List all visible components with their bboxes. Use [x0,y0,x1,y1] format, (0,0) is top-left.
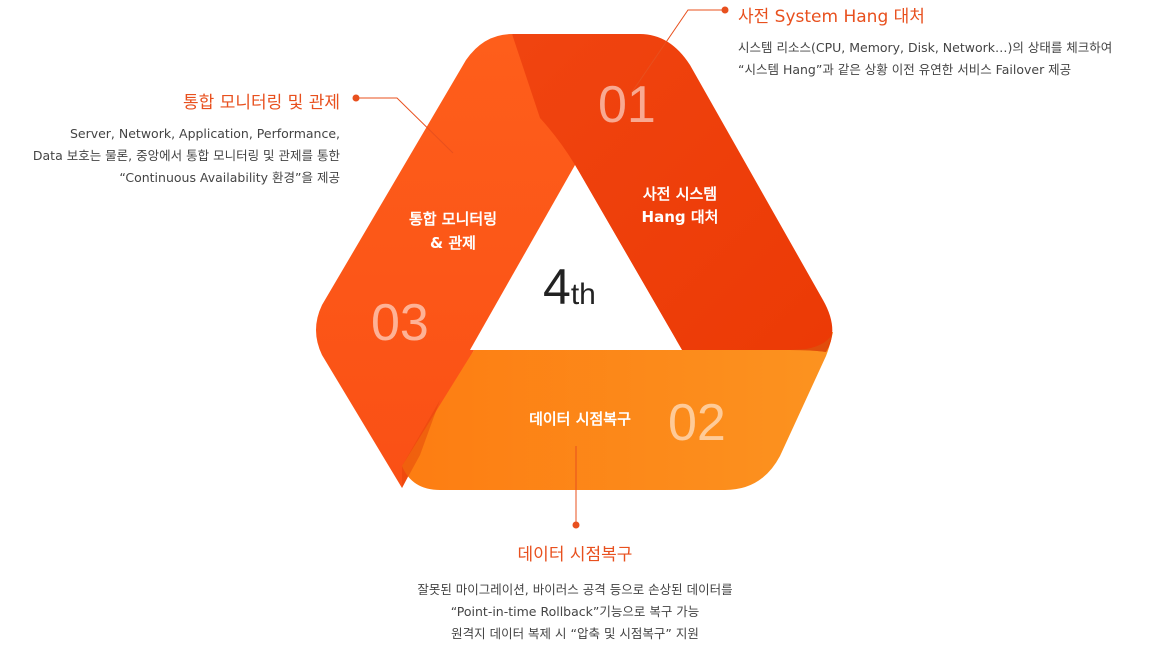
connector-01 [631,9,724,93]
callout-02-line: “Point-in-time Rollback”기능으로 복구 가능 [450,604,700,619]
connector-03-dot [352,94,360,102]
center-label-suffix: th [571,278,596,311]
callout-02-title: 데이터 시점복구 [517,545,633,565]
segment-03-band [316,34,580,488]
callout-03-line: Data 보호는 물론, 중앙에서 통합 모니터링 및 관제를 통한 [32,148,340,163]
fold-shadow-01 [790,332,833,352]
callout-02-line: 잘못된 마이그레이션, 바이러스 공격 등으로 손상된 데이터를 [417,582,733,597]
callout-01-title: 사전 System Hang 대처 [738,7,925,27]
segment-01-label-line-2: Hang 대처 [642,208,719,226]
callout-03-line: “Continuous Availability 환경”을 제공 [119,170,340,185]
segment-03-label-line-2: & 관제 [430,234,476,252]
segment-03-number: 03 [371,294,429,352]
segment-02-number: 02 [668,394,726,452]
callout-03-title: 통합 모니터링 및 관제 [183,93,340,113]
callout-01-line: 시스템 리소스(CPU, Memory, Disk, Network…)의 상태… [738,40,1113,55]
segment-02-label: 데이터 시점복구 [529,410,631,428]
callout-02: 데이터 시점복구 잘못된 마이그레이션, 바이러스 공격 등으로 손상된 데이터… [375,540,775,645]
callout-03: 통합 모니터링 및 관제 Server, Network, Applicatio… [33,88,340,189]
center-triangle [470,165,682,350]
callout-01: 사전 System Hang 대처 시스템 리소스(CPU, Memory, D… [738,2,1112,81]
center-label-number: 4 [543,259,571,315]
segment-02-band [402,332,833,490]
segment-01-band [512,34,833,352]
callout-02-description: 잘못된 마이그레이션, 바이러스 공격 등으로 손상된 데이터를 “Point-… [375,579,775,645]
callout-03-description: Server, Network, Application, Performanc… [33,123,340,189]
connector-01-dot [721,6,729,14]
segment-03-label-line-1: 통합 모니터링 [409,210,497,228]
callout-02-line: 원격지 데이터 복제 시 “압축 및 시점복구” 지원 [451,626,699,641]
fold-shadow-03 [402,400,440,488]
segment-01-label-line-1: 사전 시스템 [643,185,717,203]
callout-01-description: 시스템 리소스(CPU, Memory, Disk, Network…)의 상태… [738,37,1112,81]
center-label: 4th [543,259,596,315]
callout-03-line: Server, Network, Application, Performanc… [69,126,340,141]
callout-01-line: “시스템 Hang”과 같은 상황 이전 유연한 서비스 Failover 제공 [738,62,1072,77]
connector-02-dot [572,521,580,529]
connector-03 [357,97,454,154]
segment-01-number: 01 [598,76,656,134]
